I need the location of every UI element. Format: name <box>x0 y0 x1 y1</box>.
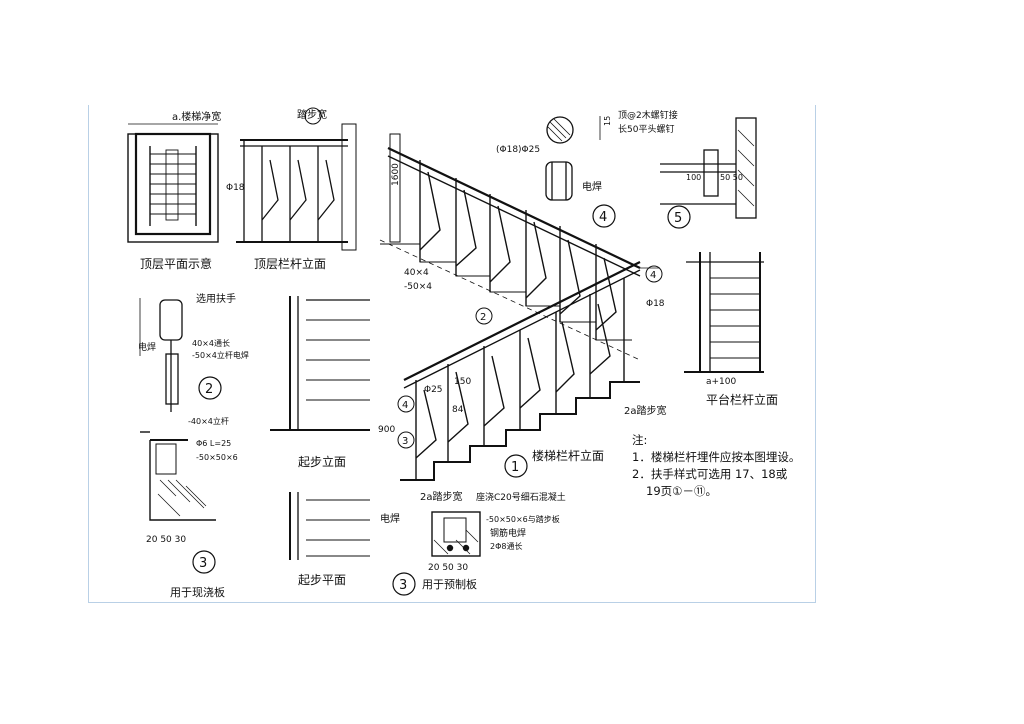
landing-railing-title: 平台栏杆立面 <box>706 392 778 407</box>
top-railing-title: 顶层栏杆立面 <box>254 256 326 271</box>
drawing-frame <box>88 105 816 603</box>
callout-1: 1 <box>511 460 519 475</box>
tread-width-3: 2a踏步宽 <box>624 404 667 417</box>
rebar-6-label: Φ6 L=25 <box>196 439 231 448</box>
dim-84: 84 <box>452 405 464 415</box>
wood-screw-label: 顶@2木螺钉接 <box>618 109 678 121</box>
weld-2-label: 电焊 <box>138 341 156 353</box>
use-precast-title: 用于预制板 <box>422 577 477 591</box>
tread-width-label: 踏步宽 <box>297 108 327 121</box>
detail-3-cast <box>140 431 216 521</box>
note-1: 1．楼梯栏杆埋件应按本图埋设。 <box>632 450 801 464</box>
callout-2-a: 2 <box>480 312 486 323</box>
dim-900: 900 <box>378 425 395 435</box>
start-elevation <box>270 296 370 431</box>
top-railing-elevation <box>236 123 357 251</box>
start-plan-title: 起步平面 <box>298 573 346 587</box>
dim-40x4: 40×4 <box>404 268 429 278</box>
flat-nail-label: 长50平头螺钉 <box>618 123 674 135</box>
callout-3: 3 <box>199 556 207 571</box>
start-plan <box>289 492 370 560</box>
dim-100: 100 <box>686 173 701 182</box>
detail-5 <box>660 117 757 219</box>
weld-3-label: 电焊 <box>380 512 400 525</box>
notes-title: 注: <box>632 433 648 447</box>
landing-width: a+100 <box>706 377 737 387</box>
callout-2: 2 <box>205 382 213 397</box>
dim-50x4: -50×4 <box>404 282 432 292</box>
cement-label: 座浇C20号细石混凝土 <box>476 491 566 503</box>
plate-40b-label: -40×4立杆 <box>188 416 229 426</box>
start-elevation-title: 起步立面 <box>298 454 346 469</box>
detail-3-precast <box>431 511 481 557</box>
use-cast-title: 用于现浇板 <box>170 585 225 599</box>
callout-4: 4 <box>599 210 607 225</box>
stair-width-label: a.楼梯净宽 <box>172 110 221 123</box>
dim-2050-30: 20 50 30 <box>146 535 186 545</box>
plate-50-label: -50×4立杆电焊 <box>192 350 249 360</box>
tread-width-2: 2a踏步宽 <box>420 490 463 503</box>
dim-15: 15 <box>603 116 612 126</box>
callout-5: 5 <box>674 211 682 226</box>
landing-railing-elevation <box>684 252 764 373</box>
stair-railing-elevation <box>379 133 660 481</box>
callout-4-a: 4 <box>650 270 656 281</box>
phi25-label: Φ25 <box>424 385 443 395</box>
callout-3-b: 3 <box>399 578 407 593</box>
callout-4-b: 4 <box>402 400 408 411</box>
notes-block: 注: 1．楼梯栏杆埋件应按本图埋设。 2．扶手样式可选用 17、18或 19页①… <box>632 432 807 500</box>
handrail-select-label: 选用扶手 <box>196 292 236 305</box>
plate-50b-label: -50×50×6 <box>196 453 238 462</box>
detail-2 <box>139 298 183 412</box>
top-plan-view <box>127 123 219 243</box>
dim-1600: 1600 <box>391 163 401 186</box>
phi18-label: Φ18 <box>226 183 245 193</box>
dim-2050-30b: 20 50 30 <box>428 563 468 573</box>
dim-150: 150 <box>454 377 471 387</box>
dim-phi18-25: (Φ18)Φ25 <box>496 145 540 155</box>
rebar-long-label: 2Φ8通长 <box>490 541 522 551</box>
note-2-continued: 19页①－⑪。 <box>646 484 717 498</box>
callout-3-a: 3 <box>402 436 408 447</box>
detail-4 <box>545 116 601 201</box>
plate-40-label: 40×4通长 <box>192 338 230 348</box>
plate-50c-label: -50×50×6与踏步板 <box>486 514 560 524</box>
top-plan-title: 顶层平面示意 <box>140 256 212 271</box>
phi18-c-label: Φ18 <box>646 299 665 309</box>
stair-railing-title: 楼梯栏杆立面 <box>532 448 604 463</box>
weld-label: 电焊 <box>582 180 602 193</box>
rebar-weld-label: 钢筋电焊 <box>490 527 526 539</box>
dim-5050: 50 50 <box>720 173 743 182</box>
note-2: 2．扶手样式可选用 17、18或 <box>632 467 788 481</box>
